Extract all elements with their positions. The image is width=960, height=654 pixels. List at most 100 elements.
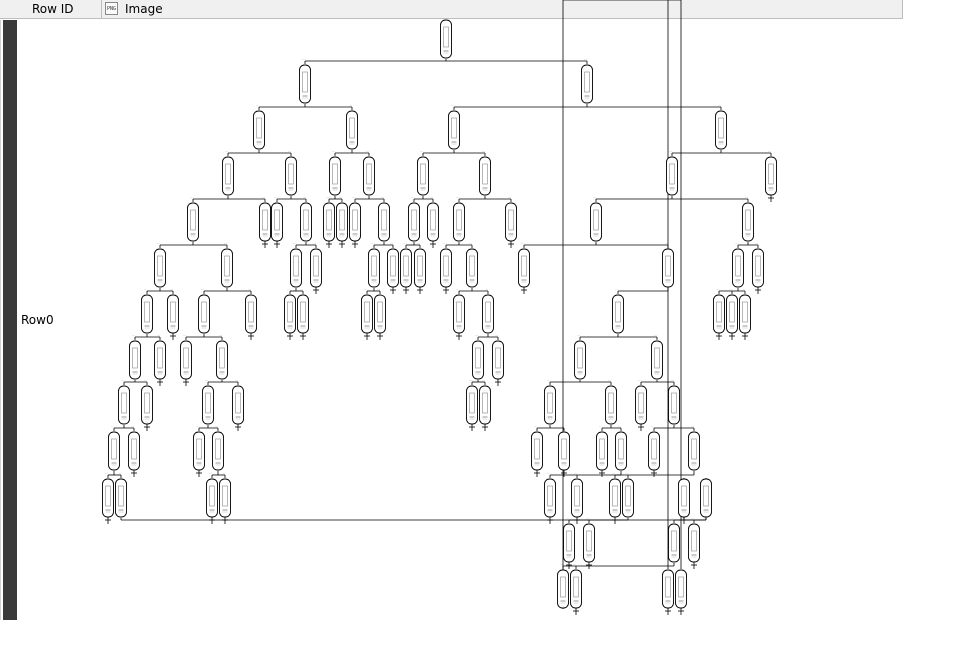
tree-node-content [339, 209, 345, 231]
tree-node-content [215, 438, 221, 460]
tree-edge-label: ... [411, 195, 414, 199]
tree-node-content [144, 301, 150, 323]
tree-edge-label: ... [561, 424, 564, 428]
tree-node-content [573, 576, 579, 598]
tree-node-content [381, 209, 387, 231]
tree-node-content [669, 163, 675, 185]
tree-node-content [326, 209, 332, 231]
tree-edge-label: ... [534, 424, 537, 428]
tree-edge-label: ... [681, 516, 684, 520]
tree-node-content [366, 163, 372, 185]
tree-node-content [521, 255, 527, 277]
tree-node-content [566, 530, 572, 552]
tree-node-content [691, 438, 697, 460]
column-header-row-id[interactable]: Row ID [32, 2, 74, 16]
tree-edge-label: ... [131, 424, 134, 428]
tree-node-content [222, 485, 228, 507]
tree-edge-label: ... [209, 471, 212, 475]
tree-edge-label: ... [256, 103, 259, 107]
tree-edge-label: ... [615, 287, 618, 291]
tree-edge-label: ... [574, 471, 577, 475]
tree-edge-label: ... [768, 149, 771, 153]
tree-edge-label: ... [332, 149, 335, 153]
tree-edge-label: ... [224, 241, 227, 245]
tree-node-content [618, 438, 624, 460]
tree-edge-label: ... [144, 287, 147, 291]
tree-node-content [121, 392, 127, 414]
tree-edge-label: ... [456, 195, 459, 199]
tree-node-content [508, 209, 514, 231]
tree-node-content [132, 347, 138, 369]
tree-node-content [443, 255, 449, 277]
tree-node-content [547, 392, 553, 414]
tree-edge-label: ... [287, 287, 290, 291]
tree-node-content [287, 301, 293, 323]
tree-node-content [248, 301, 254, 323]
tree-node-content [364, 301, 370, 323]
tree-edge-label: ... [222, 471, 225, 475]
tree-edge-label: ... [443, 241, 446, 245]
tree-edge-label: ... [566, 516, 569, 520]
tree-edge-label: ... [248, 287, 251, 291]
row-id-cell[interactable]: Row0 [21, 313, 54, 327]
tree-edge-label: ... [703, 516, 706, 520]
row-selector[interactable] [3, 20, 17, 620]
tree-node-content [262, 209, 268, 231]
tree-edge-label: ... [262, 195, 265, 199]
tree-node-content [205, 392, 211, 414]
tree-node-content [534, 438, 540, 460]
tree-node-content [456, 209, 462, 231]
tree-edge-label: ... [118, 471, 121, 475]
tree-edge-label: ... [381, 195, 384, 199]
tree-node-content [755, 255, 761, 277]
tree-edge-label: ... [215, 424, 218, 428]
tree-node-content [560, 576, 566, 598]
tree-edge-label: ... [665, 241, 668, 245]
tree-node-content [302, 71, 308, 93]
column-divider[interactable] [101, 0, 102, 18]
tree-node-content [742, 301, 748, 323]
tree-node-content [475, 347, 481, 369]
tree-edge-label: ... [190, 195, 193, 199]
tree-edge-label: ... [599, 424, 602, 428]
tree-edge-label: ... [352, 195, 355, 199]
tree-node-content [157, 347, 163, 369]
tree-node-content [225, 163, 231, 185]
tree-node-content [293, 255, 299, 277]
tree-node-content [654, 347, 660, 369]
tree-node-content [729, 301, 735, 323]
tree-edge-label: ... [678, 0, 681, 1]
tree-node-content [201, 301, 207, 323]
tree-edge-label: ... [577, 333, 580, 337]
tree-node-content [235, 392, 241, 414]
column-header-image[interactable]: Image [125, 2, 163, 16]
tree-edge-label: ... [651, 424, 654, 428]
tree-node-content [219, 347, 225, 369]
tree-node-content [300, 301, 306, 323]
tree-edge-label: ... [475, 333, 478, 337]
tree-edge-label: ... [235, 378, 238, 382]
tree-edge-label: ... [716, 287, 719, 291]
tree-edge-label: ... [654, 333, 657, 337]
tree-node-content [411, 209, 417, 231]
tree-node-content [651, 438, 657, 460]
tree-edge-label: ... [364, 287, 367, 291]
table-left-border [0, 20, 1, 620]
tree-node-content [495, 347, 501, 369]
tree-node-content [593, 209, 599, 231]
tree-edge-label: ... [390, 241, 393, 245]
tree-node-content [420, 163, 426, 185]
tree-edge-label: ... [618, 424, 621, 428]
tree-edge-label: ... [274, 195, 277, 199]
tree-node-content [703, 485, 709, 507]
tree-node-content [144, 392, 150, 414]
tree-node-content [390, 255, 396, 277]
tree-edge-label: ... [560, 562, 563, 566]
tree-node-content [377, 301, 383, 323]
tree-edge-label: ... [495, 333, 498, 337]
tree-edge-label: ... [417, 241, 420, 245]
tree-edge-label: ... [547, 471, 550, 475]
tree-edge-label: ... [170, 287, 173, 291]
tree-edge-label: ... [313, 241, 316, 245]
